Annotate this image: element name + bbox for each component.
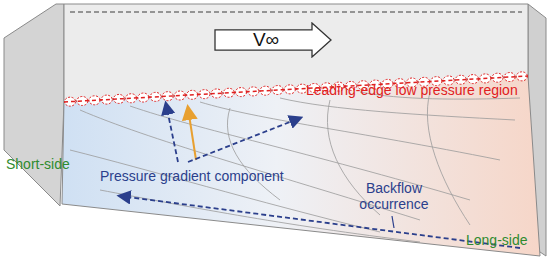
block-arrow (215, 23, 331, 57)
flow-arrow-box: V∞ (214, 22, 332, 58)
velocity-label: V∞ (253, 29, 279, 51)
region-label: Leading-edge low pressure region (306, 82, 518, 98)
component-label: Pressure gradient component (100, 168, 284, 184)
side-label: Long-side (466, 232, 528, 248)
side-label: Short-side (6, 156, 70, 172)
backflow-label: Backflow occurrence (352, 180, 436, 212)
